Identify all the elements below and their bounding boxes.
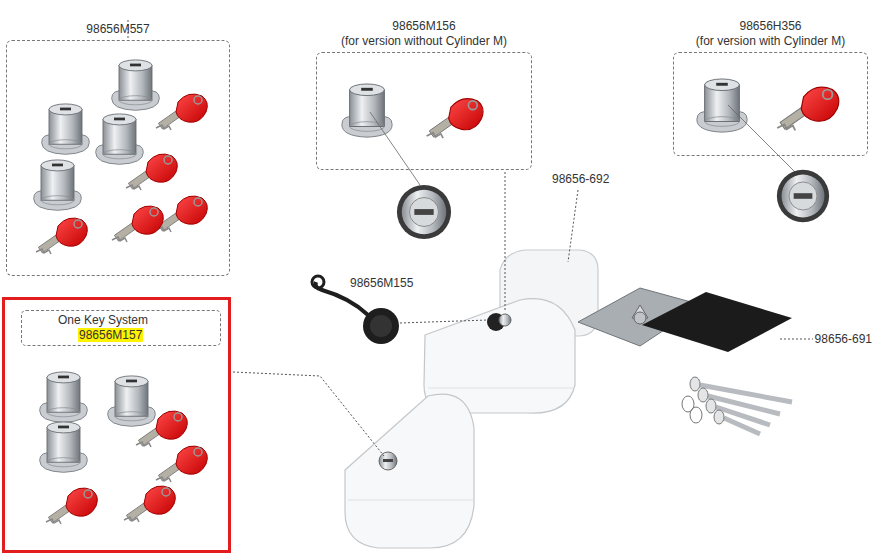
part-heading: 98656M156(for version without Cylinder M… (317, 19, 531, 49)
part-heading: 98656M557 (7, 22, 229, 37)
part-group-box: 98656H356(for version with Cylinder M) (673, 52, 868, 156)
part-number: 98656M156 (317, 19, 531, 34)
part-number: 98656-691 (813, 332, 874, 346)
label-line: 98656M157 (30, 328, 212, 343)
part-number: 98656H356 (674, 19, 867, 34)
part-note: (for version with Cylinder M) (674, 34, 867, 49)
label-line: One Key System (30, 313, 212, 328)
part-group-box: One Key System98656M157 (2, 297, 231, 553)
part-number: 98656M157 (78, 328, 143, 342)
part-group-box: 98656M557 (6, 40, 230, 276)
system-name: One Key System (58, 313, 148, 327)
part-number: 98656M155 (348, 276, 415, 290)
part-number: 98656-692 (550, 172, 611, 186)
label-frame: One Key System98656M157 (21, 310, 221, 346)
part-group-box: 98656M156(for version without Cylinder M… (316, 52, 532, 170)
part-note: (for version without Cylinder M) (317, 34, 531, 49)
part-heading: 98656H356(for version with Cylinder M) (674, 19, 867, 49)
part-number: 98656M557 (7, 22, 229, 37)
